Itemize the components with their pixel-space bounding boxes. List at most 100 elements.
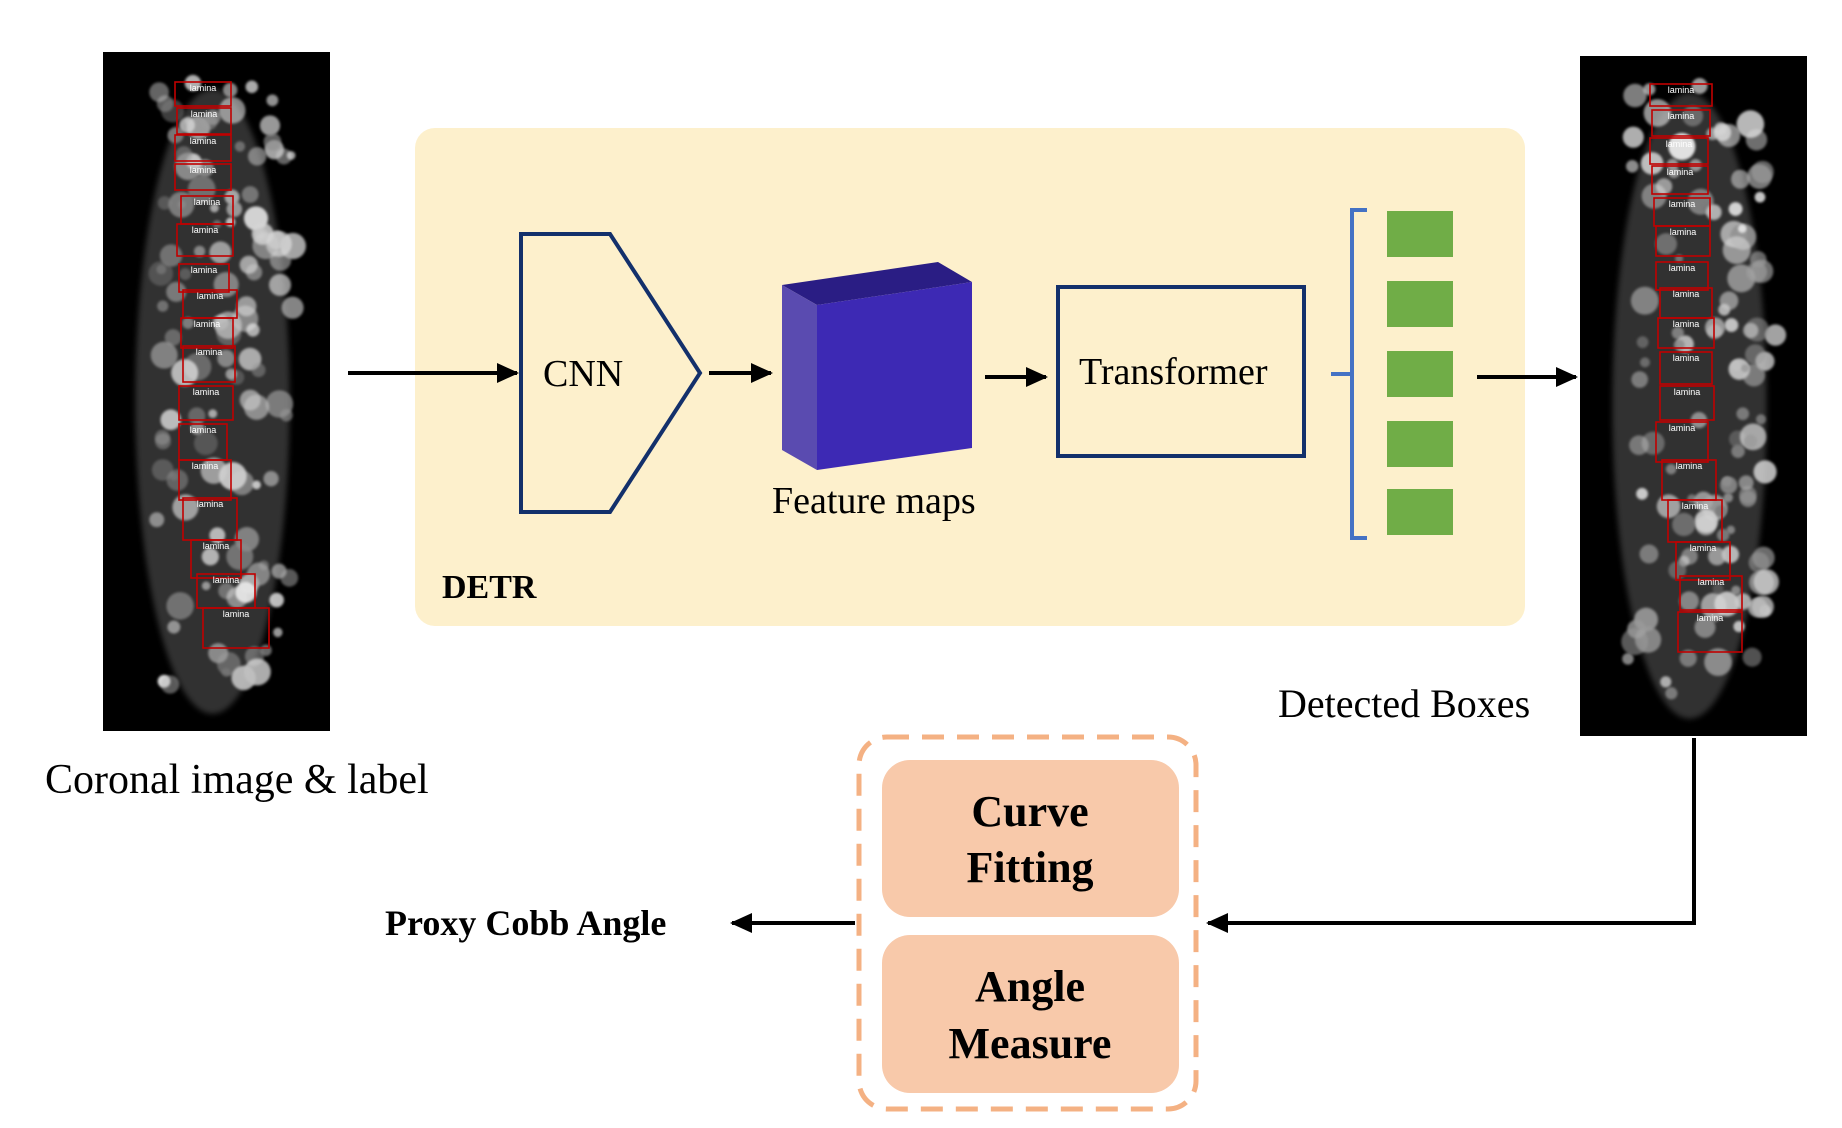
spine-texture bbox=[273, 627, 283, 638]
spine-texture bbox=[209, 241, 232, 264]
label-box bbox=[1675, 541, 1731, 581]
spine-texture bbox=[241, 186, 259, 203]
spine-texture bbox=[1630, 286, 1659, 315]
angle-measure-block bbox=[882, 935, 1179, 1093]
spine-texture bbox=[160, 675, 180, 694]
spine-texture bbox=[166, 592, 194, 620]
label-box-tag: lamina bbox=[190, 165, 217, 175]
spine-texture bbox=[1738, 475, 1754, 491]
label-box bbox=[176, 223, 234, 257]
spine-texture bbox=[1668, 561, 1687, 580]
curve-fitting-label-line1: Curve bbox=[971, 787, 1088, 836]
label-box-tag: lamina bbox=[1670, 227, 1697, 237]
spine-texture bbox=[231, 665, 256, 691]
spine-texture bbox=[1727, 264, 1756, 293]
input-scan-image: lamina lamina lamina lamina lamina lamina lami… bbox=[103, 52, 330, 731]
spine-texture bbox=[245, 80, 259, 94]
spine-texture bbox=[1726, 525, 1736, 535]
spine-texture bbox=[1655, 233, 1677, 255]
spine-texture bbox=[1623, 83, 1647, 108]
label-box-tag: lamina bbox=[1666, 139, 1693, 149]
spine-texture bbox=[1694, 616, 1716, 638]
spine-texture bbox=[1655, 178, 1673, 195]
spine-texture bbox=[1731, 444, 1745, 459]
spine-texture bbox=[184, 74, 202, 92]
label-box-tag: lamina bbox=[223, 609, 250, 619]
spine-texture bbox=[244, 394, 270, 420]
spine-texture bbox=[1639, 544, 1659, 564]
cnn-block bbox=[519, 232, 703, 514]
spine-texture bbox=[1741, 364, 1750, 373]
spine-texture bbox=[155, 433, 171, 450]
label-box-tag: lamina bbox=[196, 347, 223, 357]
spine-texture bbox=[157, 196, 172, 210]
spine-texture bbox=[246, 562, 270, 586]
angle-measure-label-line1: Angle bbox=[975, 962, 1085, 1011]
label-box-tag: lamina bbox=[192, 461, 219, 471]
feature-map-cube-icon bbox=[782, 262, 972, 470]
spine-texture bbox=[225, 368, 237, 380]
spine-texture bbox=[1747, 597, 1768, 618]
label-box bbox=[1677, 611, 1743, 653]
label-box bbox=[174, 134, 232, 162]
detr-label: DETR bbox=[442, 569, 537, 606]
spine-texture bbox=[1728, 202, 1743, 216]
spine-texture bbox=[1753, 460, 1777, 484]
spine-texture bbox=[175, 146, 193, 164]
cube-top-face bbox=[782, 262, 972, 305]
spine-texture bbox=[1723, 492, 1733, 503]
output-caption: Detected Boxes bbox=[1278, 681, 1530, 726]
spine-texture bbox=[1665, 463, 1677, 475]
spine-texture bbox=[260, 644, 272, 657]
spine-texture bbox=[213, 271, 239, 298]
spine-texture bbox=[1622, 653, 1634, 665]
cube-side-face bbox=[782, 285, 817, 470]
spine-texture bbox=[201, 581, 211, 591]
spine-texture bbox=[263, 471, 279, 487]
output-detected-boxes: laminalaminalaminalaminalaminalaminalami… bbox=[1649, 83, 1743, 653]
label-box-tag: lamina bbox=[190, 136, 217, 146]
spine-texture bbox=[1679, 649, 1697, 667]
spine-texture bbox=[166, 281, 187, 302]
spine-texture bbox=[1636, 487, 1648, 500]
spine-texture bbox=[1668, 133, 1696, 161]
label-box-tag: lamina bbox=[193, 387, 220, 397]
spine-texture bbox=[1736, 110, 1765, 138]
spine-texture bbox=[179, 268, 192, 280]
label-box-tag: lamina bbox=[1682, 501, 1709, 511]
spine-texture bbox=[1639, 357, 1650, 368]
feature-maps-label: Feature maps bbox=[772, 480, 976, 522]
output-spine-shape bbox=[1612, 78, 1787, 719]
spine-texture bbox=[225, 217, 236, 227]
spine-texture bbox=[226, 543, 254, 571]
spine-texture bbox=[286, 151, 296, 160]
label-box-tag: lamina bbox=[1673, 319, 1700, 329]
spine-texture bbox=[1708, 547, 1727, 566]
curve-fitting-label-line2: Fitting bbox=[966, 843, 1093, 892]
spine-texture bbox=[1672, 512, 1696, 537]
spine-texture bbox=[239, 255, 258, 274]
spine-texture bbox=[234, 141, 246, 152]
label-box bbox=[1659, 351, 1713, 385]
spine-texture bbox=[201, 114, 218, 130]
label-box bbox=[1649, 83, 1713, 107]
object-query-1 bbox=[1387, 211, 1453, 257]
input-caption: Coronal image & label bbox=[45, 757, 429, 803]
spine-texture bbox=[1743, 434, 1758, 448]
transformer-block bbox=[1056, 285, 1306, 458]
spine-texture bbox=[218, 97, 246, 124]
label-box bbox=[1649, 137, 1709, 165]
spine-texture bbox=[269, 592, 284, 608]
spine-texture bbox=[259, 115, 281, 136]
spine-texture bbox=[1738, 224, 1747, 233]
spine-texture bbox=[265, 390, 294, 418]
spine-texture bbox=[1665, 687, 1678, 700]
spine-texture bbox=[1728, 358, 1750, 380]
spine-texture bbox=[167, 620, 181, 634]
spine-texture bbox=[1622, 126, 1644, 148]
spine-texture bbox=[222, 82, 238, 98]
label-box-tag: lamina bbox=[191, 109, 218, 119]
spine-texture bbox=[1743, 322, 1759, 339]
spine-texture bbox=[1750, 259, 1774, 283]
